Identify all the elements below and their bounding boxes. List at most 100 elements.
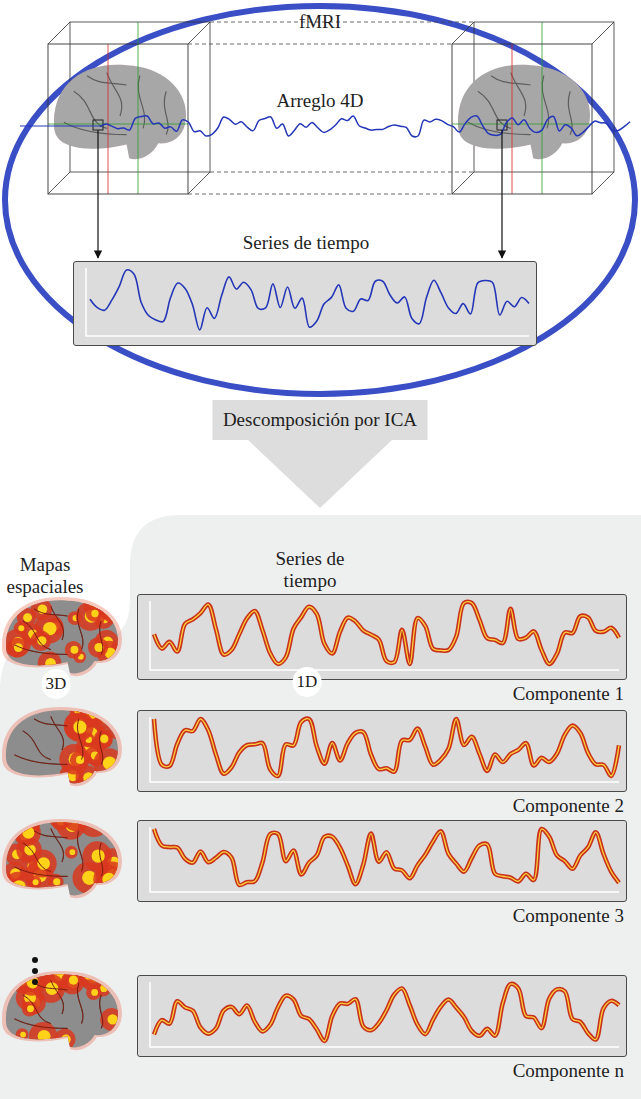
heading-text: Descomposición por ICA: [223, 409, 417, 431]
drawing-part: [452, 124, 592, 125]
drawing-part: [83, 969, 94, 980]
drawing-part: [512, 44, 513, 194]
drawing-part: [452, 22, 474, 44]
drawing-part: [452, 172, 474, 194]
drawing-part: [69, 976, 78, 985]
drawing-part: [62, 970, 82, 990]
drawing-part: [100, 731, 103, 765]
drawing-part: [29, 1022, 58, 1051]
drawing-part: [70, 646, 78, 654]
drawing-part: [51, 980, 64, 1014]
component-label: Componente 2: [513, 795, 624, 817]
spatial-map: [2, 801, 128, 902]
drawing-part: [103, 768, 120, 785]
drawing-part: [458, 65, 590, 159]
drawing-part: [92, 849, 105, 862]
drawing-part: [7, 638, 27, 658]
drawing-part: [77, 969, 82, 974]
drawing-part: [17, 814, 28, 825]
drawing-part: [154, 602, 619, 664]
drawing-part: [88, 814, 102, 828]
brain-illustration: [54, 65, 186, 159]
volume-cube: [452, 22, 614, 194]
drawing-part: [138, 22, 139, 194]
drawing-part: [23, 995, 51, 1024]
drawing-part: [106, 603, 123, 620]
drawing-part: [107, 73, 122, 116]
drawing-part: [113, 725, 122, 734]
drawing-part: [94, 729, 113, 748]
drawing-part: [3, 801, 129, 902]
diagram-region: fMRIArreglo 4DSeries de tiempo: [0, 0, 641, 400]
drawing-part: [34, 719, 68, 726]
drawing-part: [154, 602, 619, 664]
drawing-part: [88, 637, 108, 657]
drawing-part: [87, 585, 109, 607]
cube-link: [188, 44, 452, 45]
component-label: Series de tiempo: [243, 232, 370, 254]
leader-arrow: [501, 130, 502, 258]
drawing-part: [116, 769, 122, 775]
drawing-part: [77, 609, 82, 650]
drawing-part: [54, 1029, 75, 1050]
drawing-part: [14, 692, 126, 790]
drawing-part: [33, 879, 39, 885]
drawing-part: [76, 601, 105, 630]
drawing-part: [78, 806, 109, 837]
component-label: Componente 1: [513, 683, 624, 705]
drawing-part: [542, 22, 543, 194]
drawing-part: [188, 22, 210, 44]
drawing-part: [23, 621, 51, 650]
drawing-part: [592, 172, 614, 194]
drawing-part: [18, 625, 24, 631]
drawing-part: [48, 803, 74, 829]
drawing-part: [34, 831, 68, 838]
drawing-part: [154, 829, 619, 885]
drawing-part: [51, 716, 64, 750]
drawing-part: [452, 44, 592, 194]
drawing-part: [100, 735, 108, 743]
time-series-box: Componente 1: [137, 594, 627, 680]
drawing-part: [150, 827, 619, 892]
drawing-part: [76, 756, 84, 764]
drawing-part: [77, 983, 82, 1024]
brain-illustration: [458, 65, 590, 159]
drawing-part: [11, 959, 123, 1050]
cube-link: [210, 22, 474, 23]
drawing-part: [150, 601, 619, 670]
drawing-part: [102, 873, 115, 886]
drawing-part: [9, 807, 34, 832]
signal-plot: [138, 821, 625, 900]
time-series-box: Componente n: [137, 975, 627, 1057]
drawing-part: [20, 1032, 26, 1038]
heading-text: Series de tiempo: [265, 548, 355, 592]
drawing-part: [94, 591, 104, 601]
drawing-part: [100, 995, 103, 1029]
time-series-box: Series de tiempo: [73, 261, 537, 346]
drawing-part: [34, 609, 68, 616]
drawing-part: [100, 593, 130, 623]
drawing-part: [87, 76, 127, 85]
drawing-part: [105, 704, 121, 720]
spatial-map: [2, 692, 126, 790]
drawing-part: [48, 22, 70, 44]
drawing-part: [31, 631, 52, 652]
spatial-map: [2, 959, 123, 1050]
signal-plot: [138, 976, 625, 1055]
voxel-signal: [100, 116, 630, 137]
time-series-box: Componente 3: [137, 820, 627, 902]
drawing-part: [51, 716, 64, 750]
drawing-part: [34, 719, 68, 726]
drawing-part: [94, 748, 124, 778]
drawing-part: [154, 719, 619, 776]
drawing-part: [77, 719, 82, 760]
drawing-part: [3, 872, 34, 903]
heading-text: fMRI: [299, 11, 341, 33]
drawing-part: [112, 608, 120, 616]
drawing-part: [91, 610, 98, 617]
drawing-part: [150, 717, 619, 782]
drawing-part: [38, 651, 62, 675]
drawing-part: [27, 1005, 34, 1012]
drawing-part: [592, 22, 614, 44]
